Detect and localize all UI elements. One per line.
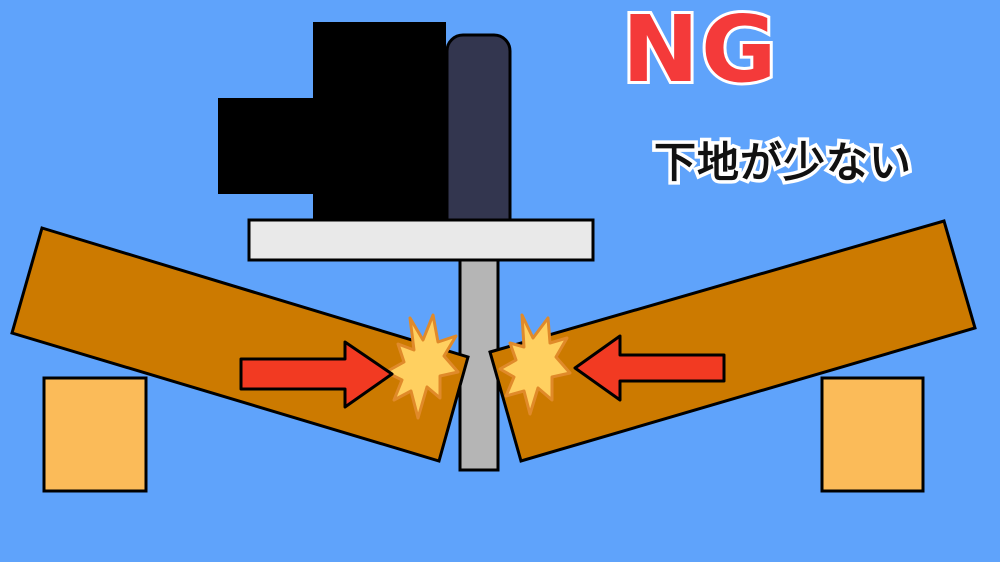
left-impact-burst-icon bbox=[384, 313, 460, 420]
ng-status-label: NG bbox=[619, 0, 780, 103]
saw-blade bbox=[445, 33, 512, 243]
right-impact-burst-icon bbox=[498, 313, 572, 416]
right-wood-board bbox=[488, 219, 977, 463]
circular-saw-icon bbox=[218, 22, 512, 243]
saw-motor-housing bbox=[218, 98, 318, 194]
saw-base-plate bbox=[247, 218, 595, 262]
arrow-right-icon bbox=[239, 340, 394, 409]
saw-body bbox=[313, 22, 446, 220]
left-support-block bbox=[42, 376, 148, 493]
arrow-left-icon bbox=[573, 334, 726, 402]
left-wood-board bbox=[10, 226, 470, 463]
caption-text: 下地が少ない bbox=[650, 138, 914, 187]
right-support-block bbox=[820, 376, 925, 493]
